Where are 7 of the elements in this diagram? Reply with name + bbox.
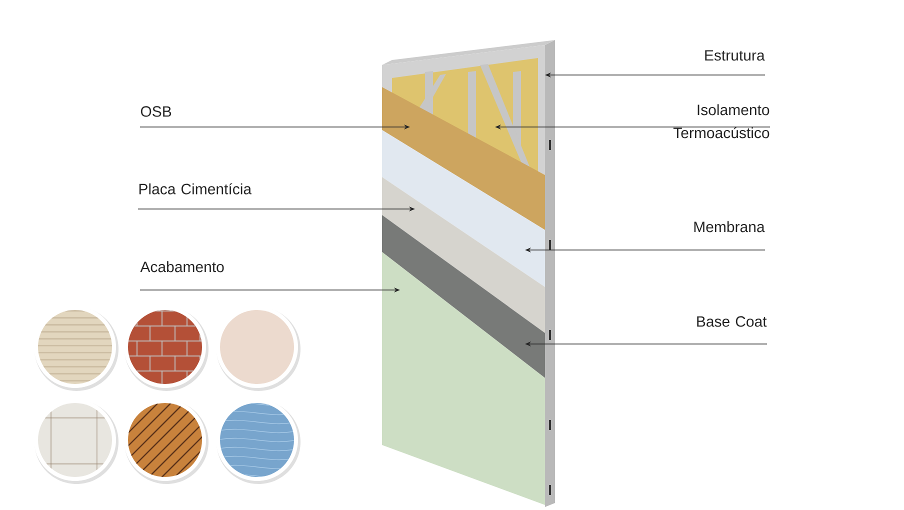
callout-label: Membrana <box>694 221 765 232</box>
callout-label: Estrutura <box>705 50 765 61</box>
callout-label: Base Coat <box>697 316 767 327</box>
callout-label: Placa Cimentícia <box>139 183 252 194</box>
callout-label: Acabamento <box>140 261 224 272</box>
callout-label: Isolamento Termoacústico <box>673 104 770 138</box>
callout-label: OSB <box>140 106 172 117</box>
